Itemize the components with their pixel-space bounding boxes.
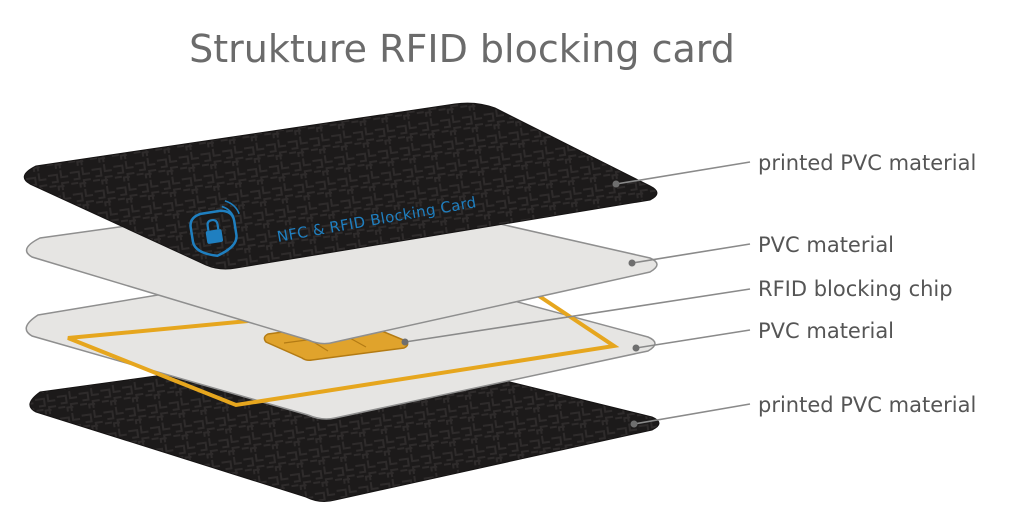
leader-dot-2 [628,259,636,267]
label-rfid-blocking-chip: RFID blocking chip [758,277,953,301]
shield-lock-icon [189,200,240,258]
label-pvc-upper: PVC material [758,233,894,257]
label-printed-pvc-bottom: printed PVC material [758,393,976,417]
leader-line-5 [633,403,751,425]
leader-dot-4 [632,344,640,352]
leader-line-4 [635,329,751,349]
leader-dot-3 [401,338,409,346]
page-title: Strukture RFID blocking card [189,27,735,71]
leader-dot-5 [630,420,638,428]
label-pvc-lower: PVC material [758,319,894,343]
leader-line-1 [615,161,751,185]
leader-line-2 [631,243,751,264]
label-printed-pvc-top: printed PVC material [758,151,976,175]
leader-lines [401,161,751,428]
leader-line-3 [404,288,751,343]
card-layer-printed-top [23,102,658,270]
leader-dot-1 [612,180,620,188]
